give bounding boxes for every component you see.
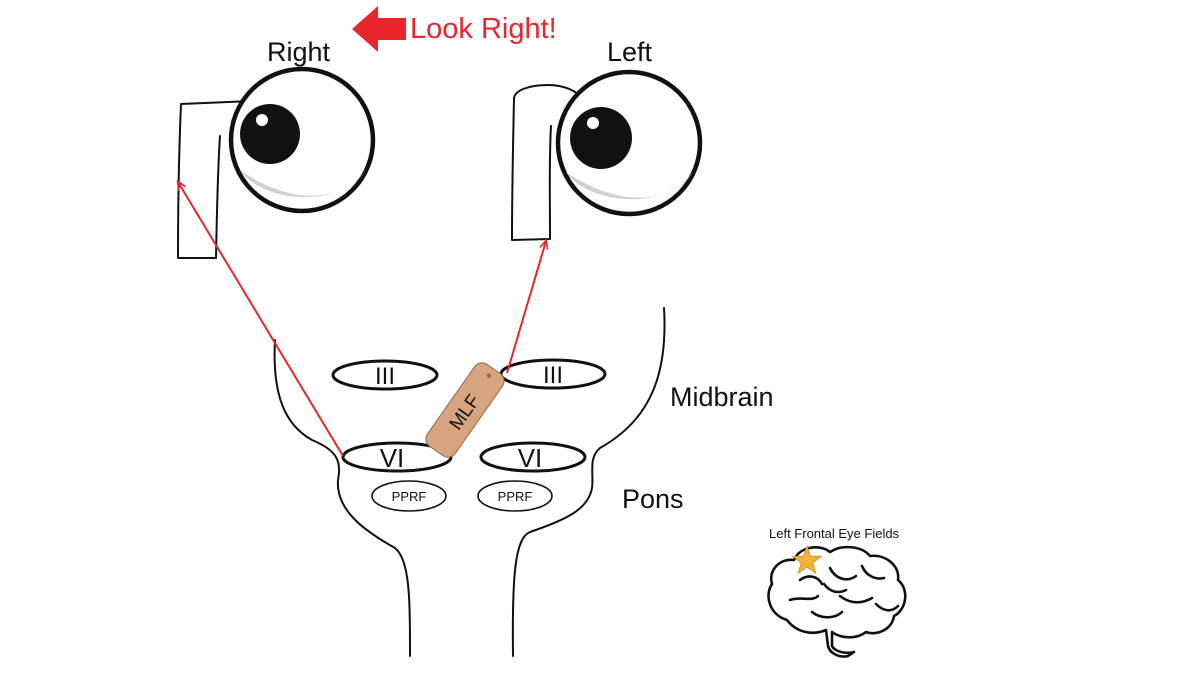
nucleus-VI-right-oval xyxy=(479,441,587,473)
right-eye xyxy=(177,66,376,259)
left-pupil-glint xyxy=(587,117,599,129)
brain-icon xyxy=(767,545,907,658)
left-eye xyxy=(511,69,703,241)
nucleus-III-right: III xyxy=(499,358,607,390)
nucleus-III-left-oval xyxy=(331,359,439,391)
pprf-left-oval xyxy=(371,480,447,512)
frontal-eye-fields-caption: Left Frontal Eye Fields xyxy=(769,526,900,541)
pprf-left: PPRF xyxy=(371,480,447,512)
pprf-right: PPRF xyxy=(477,480,553,512)
nucleus-III-left: III xyxy=(331,359,439,391)
right-eye-label: Right xyxy=(267,37,331,67)
right-pupil xyxy=(240,104,300,164)
pprf-right-oval xyxy=(477,480,553,512)
left-eyeball-shade xyxy=(566,170,694,200)
mlf-bandage-hole xyxy=(486,373,492,378)
brainstem-right-contour xyxy=(511,307,666,657)
left-arrow-icon xyxy=(352,6,406,52)
left-pupil xyxy=(570,107,632,169)
mlf-bandage xyxy=(425,362,505,458)
mlf-tract: MLF xyxy=(425,362,505,458)
look-right-annotation: Look Right! xyxy=(352,6,557,52)
right-eyeball-shade xyxy=(240,168,367,198)
star-icon xyxy=(791,544,823,575)
nucleus-VI-right: VI xyxy=(479,441,587,473)
left-eye-label: Left xyxy=(607,37,653,67)
oculomotor-nerve-pathway xyxy=(506,241,546,374)
abducens-nerve-pathway xyxy=(178,182,344,457)
pprf-right-label: PPRF xyxy=(498,489,533,504)
nucleus-VI-left-label: VI xyxy=(380,443,405,473)
look-right-text: Look Right! xyxy=(410,13,557,45)
nucleus-VI-right-label: VI xyxy=(518,443,543,473)
pons-label: Pons xyxy=(622,484,684,514)
pprf-left-label: PPRF xyxy=(392,489,427,504)
brainstem-left-contour xyxy=(273,339,411,657)
left-medial-rectus-muscle xyxy=(511,84,579,241)
nucleus-III-right-label: III xyxy=(543,362,563,389)
nucleus-III-left-label: III xyxy=(375,363,395,390)
brainstem-outline xyxy=(273,307,666,657)
frontal-eye-fields-illustration: Left Frontal Eye Fields xyxy=(767,526,907,658)
right-pupil-glint xyxy=(256,114,268,126)
midbrain-label: Midbrain xyxy=(670,382,774,412)
